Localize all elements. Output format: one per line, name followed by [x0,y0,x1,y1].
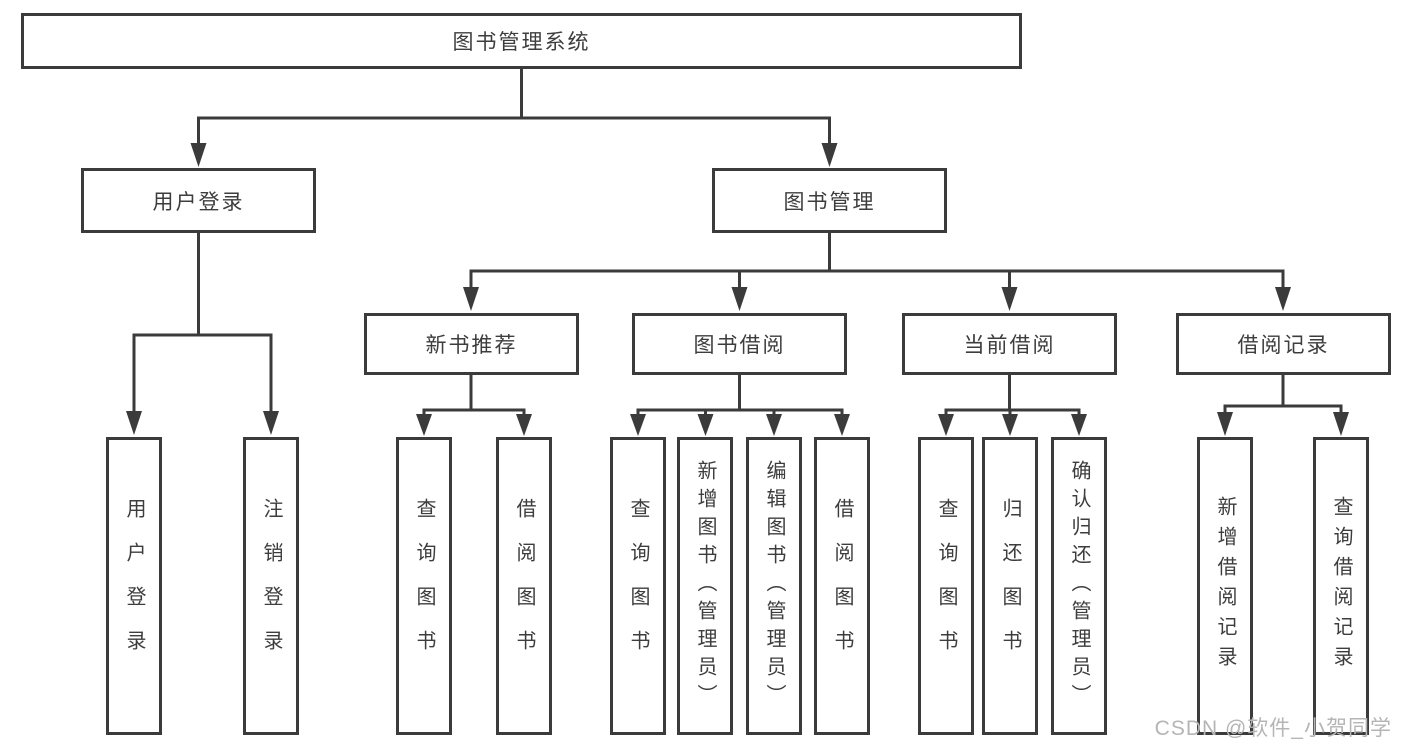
node-borrow-records: 借阅记录 [1176,313,1391,375]
node-label: 用户登录 [123,498,145,674]
node-label: 查询借阅记录 [1330,496,1352,676]
node-label: 查询图书 [627,498,649,674]
node-label: 编辑图书（管理员） [763,460,785,712]
node-label: 注销登录 [260,498,282,674]
node-label: 查询图书 [413,498,435,674]
node-current-borrow: 当前借阅 [902,313,1117,375]
node-label: 图书管理 [783,190,876,214]
node-label: 归还图书 [999,498,1021,674]
node-label: 新增借阅记录 [1214,496,1236,676]
node-label: 图书借阅 [693,334,786,357]
node-label: 用户登录 [152,190,245,214]
leaf-borrow-books-recommend: 借阅图书 [496,437,552,735]
leaf-query-books-recommend: 查询图书 [396,437,452,735]
node-library-system: 图书管理系统 [21,13,1022,69]
node-book-management: 图书管理 [712,168,947,233]
leaf-confirm-return-admin: 确认归还（管理员） [1051,437,1107,735]
node-label: 新书推荐 [425,334,518,357]
node-label: 查询图书 [935,498,957,674]
node-label: 确认归还（管理员） [1068,460,1090,712]
leaf-add-book-admin: 新增图书（管理员） [677,437,733,735]
leaf-edit-book-admin: 编辑图书（管理员） [746,437,802,735]
leaf-logout: 注销登录 [243,437,299,735]
leaf-add-borrow-record: 新增借阅记录 [1197,437,1253,735]
leaf-query-borrow-record: 查询借阅记录 [1313,437,1369,735]
node-label: 借阅图书 [513,498,535,674]
node-user-login: 用户登录 [81,168,316,233]
node-book-borrow: 图书借阅 [632,313,847,375]
node-label: 图书管理系统 [452,31,591,54]
node-label: 新增图书（管理员） [694,460,716,712]
leaf-user-login: 用户登录 [106,437,162,735]
node-label: 借阅图书 [831,498,853,674]
leaf-query-books-borrow: 查询图书 [610,437,666,735]
leaf-borrow-books: 借阅图书 [814,437,870,735]
node-label: 当前借阅 [963,334,1056,357]
leaf-query-books-current: 查询图书 [918,437,974,735]
leaf-return-books: 归还图书 [982,437,1038,735]
node-new-book-recommend: 新书推荐 [364,313,579,375]
node-label: 借阅记录 [1237,334,1330,357]
